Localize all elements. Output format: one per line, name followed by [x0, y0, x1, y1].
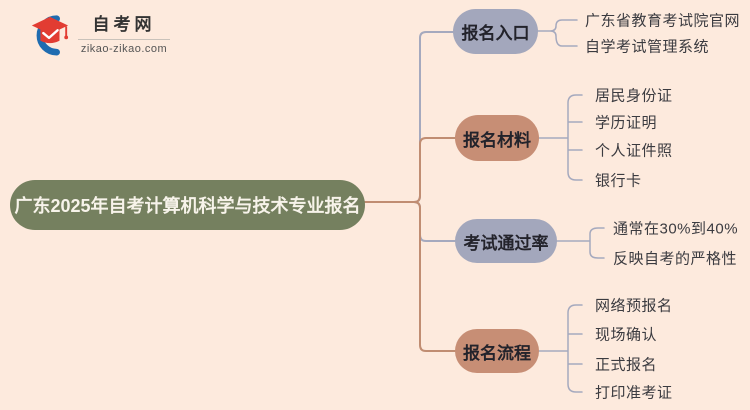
branch-entrance[interactable]: 报名入口: [453, 9, 538, 54]
branch-passrate-label: 考试通过率: [463, 233, 549, 253]
site-name: 自考网: [92, 15, 156, 34]
leaf-materials-2[interactable]: 学历证明: [595, 114, 658, 132]
leaf-process-2[interactable]: 现场确认: [595, 326, 658, 344]
edge-branch-passrate: [364, 201, 456, 242]
edge-branch-process: [364, 201, 456, 352]
logo-divider: [78, 39, 170, 40]
branch-passrate[interactable]: 考试通过率: [455, 219, 557, 263]
leaf-entrance-1[interactable]: 广东省教育考试院官网: [585, 12, 741, 30]
leaf-process-1[interactable]: 网络预报名: [595, 297, 673, 315]
branch-process[interactable]: 报名流程: [455, 329, 539, 373]
leaf-edges-entrance: [537, 19, 578, 47]
leaf-entrance-2[interactable]: 自学考试管理系统: [585, 38, 710, 56]
leaf-passrate-1[interactable]: 通常在30%到40%: [613, 220, 739, 238]
graduation-cap-icon: [31, 15, 69, 56]
leaf-edges-materials: [537, 94, 583, 181]
site-url: zikao-zikao.com: [80, 43, 168, 55]
leaf-process-3[interactable]: 正式报名: [595, 356, 658, 374]
site-logo[interactable]: 自考网 zikao-zikao.com: [28, 12, 170, 58]
root-topic-label: 广东2025年自考计算机科学与技术专业报名: [14, 196, 361, 216]
branch-entrance-label: 报名入口: [461, 24, 530, 43]
root-topic[interactable]: 广东2025年自考计算机科学与技术专业报名: [10, 180, 365, 230]
branch-materials-label: 报名材料: [463, 130, 531, 150]
leaf-process-4[interactable]: 打印准考证: [595, 384, 673, 402]
leaf-materials-3[interactable]: 个人证件照: [595, 142, 673, 160]
branch-materials[interactable]: 报名材料: [455, 115, 539, 161]
branch-process-label: 报名流程: [463, 343, 531, 363]
edge-branch-entrance: [364, 31, 456, 203]
leaf-materials-4[interactable]: 银行卡: [595, 172, 642, 190]
leaf-passrate-2[interactable]: 反映自考的严格性: [613, 250, 738, 268]
leaf-edges-process: [537, 304, 583, 393]
edge-branch-materials: [364, 137, 456, 203]
leaf-materials-1[interactable]: 居民身份证: [595, 87, 673, 105]
leaf-edges-passrate: [556, 227, 605, 259]
